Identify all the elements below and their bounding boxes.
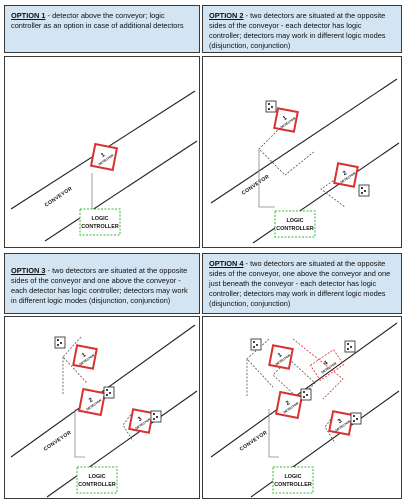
detector-1-number: 1 [81,352,88,359]
connector-line [91,173,114,213]
detector-1-icon: 1 DETECTOR [268,344,294,370]
option-1-title: OPTION 1 [11,11,46,20]
logic-module-icon [265,100,277,113]
detector-3-icon: 3 DETECTOR [328,410,354,436]
logic-controller-line2: CONTROLLER [78,482,116,488]
detector-1-icon: 1 DETECTOR [89,142,119,172]
detector-2-number: 2 [88,397,95,404]
logic-controller-box: LOGIC CONTROLLER [272,466,314,494]
detector-2-number: 2 [285,400,292,407]
logic-module-icon [103,386,115,399]
logic-controller-box: LOGIC CONTROLLER [76,466,118,494]
detection-field-outline [324,410,338,444]
connector-line [268,409,279,458]
option-1-header: OPTION 1 - detector above the conveyor; … [4,5,200,53]
conveyor-edge-upper [10,324,196,458]
detector-2-icon: 2 DETECTOR [274,390,304,420]
option-4-text: - two detectors are situated at the oppo… [209,259,391,309]
option-3-diagram: CONVEYOR 1 DETECTOR 2 DETECTOR 3 DETECTO… [4,316,200,499]
option-1-text: - detector above the conveyor; logic con… [11,11,184,31]
option-2-text: - two detectors are situated at the oppo… [209,11,386,51]
logic-module-icon [350,412,362,425]
option-4-header: OPTION 4 - two detectors are situated at… [202,253,402,314]
detector-2-icon: 2 DETECTOR [77,387,107,417]
option-3-text: - two detectors are situated at the oppo… [11,266,188,306]
connector-line [258,149,275,208]
detector-3-icon: 3 DETECTOR [128,408,154,434]
option-3-title: OPTION 3 [11,266,46,275]
detector-2-number: 2 [342,170,349,177]
option-4-diagram: CONVEYOR 1 DETECTOR 2 DETECTOR 3 DETECTO… [202,316,402,499]
detector-1-icon: 1 DETECTOR [273,107,299,133]
detector-3-number: 3 [337,418,344,425]
logic-controller-line1: LOGIC [284,474,301,480]
logic-controller-line2: CONTROLLER [276,226,314,232]
conveyor-label: CONVEYOR [43,430,73,453]
detection-field-outline [320,172,346,208]
detector-1-number: 1 [277,352,284,359]
logic-controller-line1: LOGIC [88,474,105,480]
logic-module-icon [358,184,370,197]
detector-4-field-outline [292,338,344,400]
logic-module-icon [250,338,262,351]
option-1-diagram: CONVEYOR 1 DETECTOR LOGIC CONTROLLER [4,56,200,248]
detector-2-icon: 2 DETECTOR [333,162,359,188]
detection-field-outline [62,336,88,384]
logic-module-icon [150,410,162,423]
conveyor-edge-lower [46,390,198,498]
detection-field-outline [258,122,316,176]
conveyor-label: CONVEYOR [44,186,74,209]
logic-controller-box: LOGIC CONTROLLER [79,208,121,236]
logic-controller-line2: CONTROLLER [81,224,119,230]
detector-1-icon: 1 DETECTOR [72,344,98,370]
logic-controller-line2: CONTROLLER [274,482,312,488]
logic-controller-line1: LOGIC [286,218,303,224]
option-2-diagram: CONVEYOR 1 DETECTOR 2 DETECTOR [202,56,402,248]
detection-field-outline [122,408,136,442]
detector-1-number: 1 [282,115,289,122]
logic-controller-box: LOGIC CONTROLLER [274,210,316,238]
logic-module-icon [344,340,356,353]
connector-line [74,409,85,458]
conveyor-label: CONVEYOR [241,174,271,197]
detector-3-number: 3 [137,416,144,423]
conveyor-edge-lower [44,140,198,242]
logic-controller-line1: LOGIC [91,216,108,222]
option-4-title: OPTION 4 [209,259,244,268]
detector-1-number: 1 [100,152,107,159]
option-2-header: OPTION 2 - two detectors are situated at… [202,5,402,53]
conveyor-edge-upper [210,78,398,204]
logic-module-icon [54,336,66,349]
logic-module-icon [300,388,312,401]
option-2-title: OPTION 2 [209,11,244,20]
detector-4-number: 4 [323,360,330,367]
option-3-header: OPTION 3 - two detectors are situated at… [4,253,200,314]
